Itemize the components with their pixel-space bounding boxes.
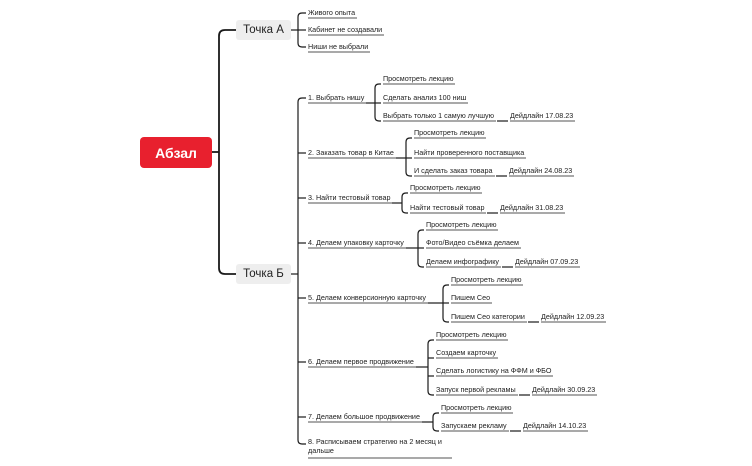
point-a-item-1[interactable]: Кабинет не создавали: [308, 25, 383, 34]
step-4-branch-2: [417, 248, 424, 268]
root-to-point-b: [218, 152, 236, 275]
step-6-item-0[interactable]: Просмотреть лекцию: [436, 330, 507, 339]
step-1-label[interactable]: 1. Выбрать нишу: [308, 93, 365, 102]
root-node[interactable]: Абзал: [140, 137, 212, 168]
step-3-branch-1: [401, 203, 408, 214]
step-2-deadline[interactable]: Дейдлайн 24.08.23: [509, 166, 573, 175]
step-7-item-0[interactable]: Просмотреть лекцию: [441, 403, 512, 412]
point-a-item-0[interactable]: Живого опыта: [308, 8, 356, 17]
step-6-item-3[interactable]: Запуск первой рекламы: [436, 385, 516, 394]
topic-point-a[interactable]: Точка А: [236, 20, 291, 40]
root-label: Абзал: [155, 144, 197, 161]
step-6-item-2[interactable]: Сделать логистику на ФФМ и ФБО: [436, 366, 552, 375]
topic-point-a-label: Точка А: [243, 24, 284, 36]
step-2-branch-2: [405, 158, 412, 177]
step-4-branch-0: [417, 229, 424, 248]
step-2-label[interactable]: 2. Заказать товар в Китае: [308, 148, 394, 157]
step-4-deadline[interactable]: Дейдлайн 07.09.23: [515, 257, 579, 266]
step-1-branch-2: [374, 103, 381, 122]
step-2-item-2[interactable]: И сделать заказ товара: [414, 166, 493, 175]
step-3-deadline[interactable]: Дейдлайн 31.08.23: [500, 203, 564, 212]
root-to-point-a: [218, 29, 236, 152]
step-8-label[interactable]: 8. Расписываем стратегию на 2 месяц и да…: [308, 437, 442, 455]
step-1-item-0[interactable]: Просмотреть лекцию: [383, 74, 454, 83]
step-6-branch-0: [427, 339, 434, 367]
step-1-item-1[interactable]: Сделать анализ 100 ниш: [383, 93, 467, 102]
point-b-branch-7: [297, 274, 306, 445]
step-7-branch-0: [432, 412, 439, 422]
step-7-branch-1: [432, 422, 439, 432]
topic-point-b[interactable]: Точка Б: [236, 264, 291, 284]
step-3-label[interactable]: 3. Найти тестовый товар: [308, 193, 391, 202]
step-2-item-1[interactable]: Найти проверенного поставщика: [414, 148, 525, 157]
step-2-item-0[interactable]: Просмотреть лекцию: [414, 128, 485, 137]
step-6-item-1[interactable]: Создаем карточку: [436, 348, 497, 357]
step-7-label[interactable]: 7. Делаем большое продвижение: [308, 412, 420, 421]
step-1-branch-0: [374, 83, 381, 103]
step-3-item-0[interactable]: Просмотреть лекцию: [410, 183, 481, 192]
point-a-branch-0: [297, 12, 306, 30]
step-6-label[interactable]: 6. Делаем первое продвижение: [308, 357, 414, 366]
step-5-item-1[interactable]: Пишем Сео: [451, 293, 491, 302]
step-4-item-0[interactable]: Просмотреть лекцию: [426, 220, 497, 229]
step-7-item-1[interactable]: Запускаем рекламу: [441, 421, 507, 430]
step-5-branch-0: [442, 284, 449, 303]
step-5-item-2[interactable]: Пишем Сео категории: [451, 312, 525, 321]
step-6-branch-3: [427, 367, 434, 396]
step-5-label[interactable]: 5. Делаем конверсионную карточку: [308, 293, 426, 302]
step-7-deadline[interactable]: Дейдлайн 14.10.23: [523, 421, 587, 430]
step-2-branch-0: [405, 137, 412, 158]
point-a-branch-2: [297, 30, 306, 48]
step-3-item-1[interactable]: Найти тестовый товар: [410, 203, 485, 212]
point-a-item-2[interactable]: Ниши не выбрали: [308, 42, 369, 51]
step-5-deadline[interactable]: Дейдлайн 12.09.23: [541, 312, 605, 321]
step-4-label[interactable]: 4. Делаем упаковку карточку: [308, 238, 404, 247]
step-1-deadline[interactable]: Дейдлайн 17.08.23: [510, 111, 574, 120]
topic-point-b-label: Точка Б: [243, 268, 284, 280]
point-b-branch-0: [297, 97, 306, 274]
step-6-deadline[interactable]: Дейдлайн 30.09.23: [532, 385, 596, 394]
step-5-item-0[interactable]: Просмотреть лекцию: [451, 275, 522, 284]
step-3-branch-0: [401, 192, 408, 203]
step-4-item-1[interactable]: Фото/Видео съёмка делаем: [426, 238, 519, 247]
step-1-item-2[interactable]: Выбрать только 1 самую лучшую: [383, 111, 495, 120]
step-4-item-2[interactable]: Делаем инфографику: [426, 257, 500, 266]
step-5-branch-2: [442, 303, 449, 323]
